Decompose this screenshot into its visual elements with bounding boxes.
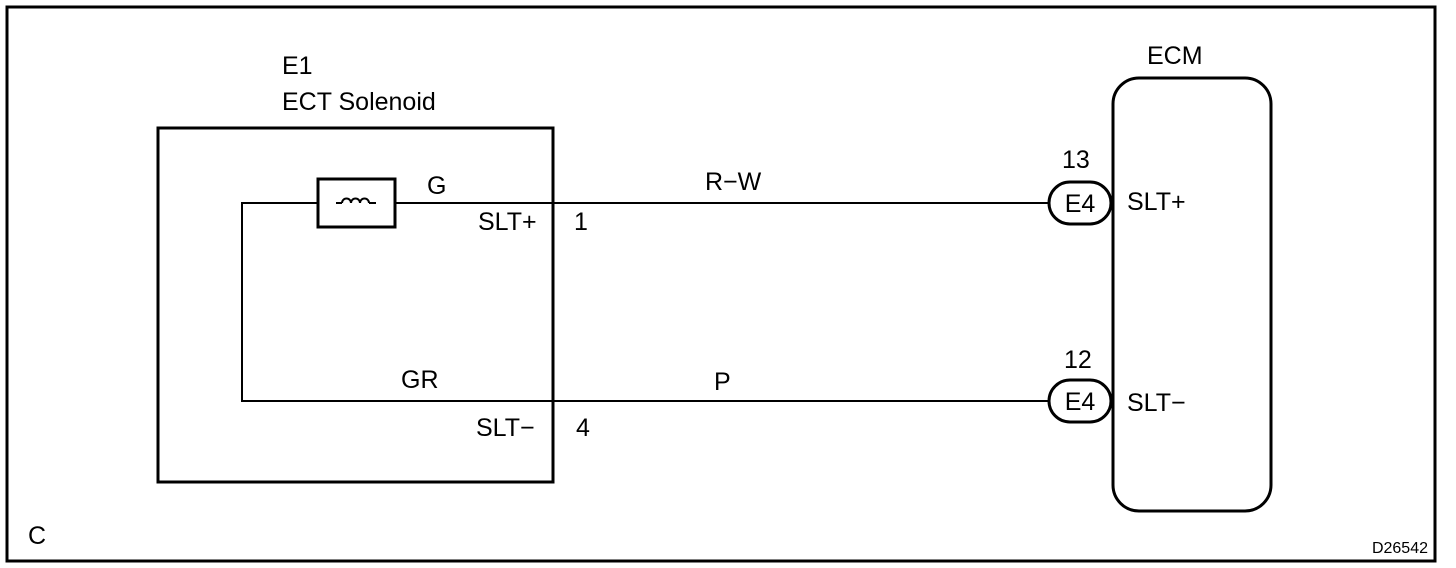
component-box [156, 126, 555, 484]
solenoid-coil-icon [316, 177, 397, 229]
ecu-signal-label: SLT− [1127, 389, 1186, 417]
ecu-signal-label: SLT+ [1127, 188, 1186, 216]
signal-label-component: SLT+ [478, 208, 537, 236]
connector-label: E4 [1065, 190, 1096, 218]
internal-loop-wire [241, 202, 553, 402]
wire-color-inside: G [427, 172, 446, 200]
component-code: E1 [282, 52, 313, 80]
wire-color-harness: P [714, 368, 731, 396]
ecu-box [1111, 76, 1273, 513]
ecu-pin-number: 12 [1064, 346, 1092, 374]
connector-badge [1047, 180, 1113, 226]
pin-number-component: 1 [574, 208, 588, 236]
figure-id: D26542 [1372, 540, 1428, 557]
diagram-frame [5, 5, 1437, 563]
wire-color-inside: GR [401, 366, 439, 394]
connector-badge [1047, 378, 1113, 424]
ecu-pin-number: 13 [1062, 146, 1090, 174]
wire-color-harness: R−W [705, 168, 762, 196]
connector-label: E4 [1065, 388, 1096, 416]
ecu-name: ECM [1147, 42, 1203, 70]
signal-label-component: SLT− [476, 414, 535, 442]
pin-number-component: 4 [576, 414, 590, 442]
component-name: ECT Solenoid [282, 88, 436, 116]
section-letter: C [28, 522, 46, 550]
